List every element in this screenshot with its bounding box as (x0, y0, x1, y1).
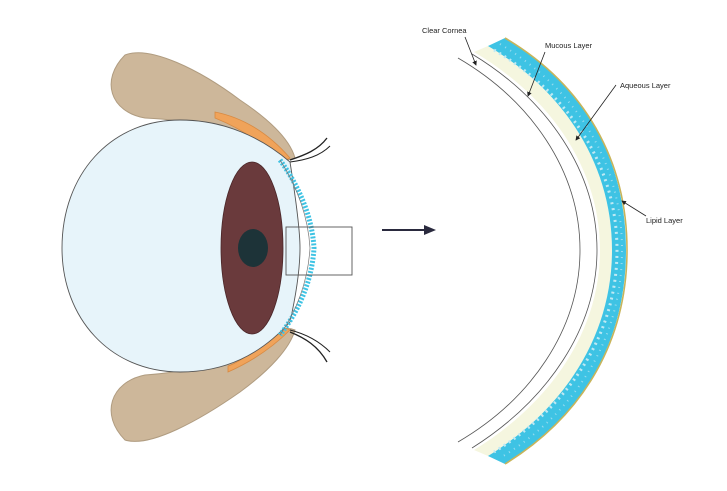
mucous-layer-label: Mucous Layer (545, 41, 593, 50)
eye-cross-section (61, 52, 353, 442)
label-mucous-layer: Mucous Layer (527, 41, 593, 97)
pupil (238, 229, 268, 267)
aqueous-layer-label: Aqueous Layer (620, 81, 671, 90)
zoom-region-box (285, 226, 353, 276)
right-arrow-icon (382, 225, 436, 235)
lower-eyelash-2 (289, 329, 331, 353)
mucous-layer (474, 46, 612, 456)
cornea-tear-film (277, 158, 317, 337)
clear-cornea-label: Clear Cornea (422, 26, 467, 35)
upper-eyelash-2 (289, 145, 331, 163)
magnified-tear-film (457, 37, 628, 465)
clear-cornea-inner (457, 57, 581, 443)
label-lipid-layer: Lipid Layer (621, 200, 683, 225)
label-aqueous-layer: Aqueous Layer (575, 81, 671, 141)
clear-cornea-outer (471, 53, 598, 449)
aqueous-layer-texture (493, 48, 619, 454)
aqueous-layer-texture-2 (499, 43, 624, 459)
lipid-layer (504, 37, 628, 465)
upper-eyelash (289, 137, 328, 161)
cornea (279, 159, 311, 336)
lipid-layer-label: Lipid Layer (646, 216, 683, 225)
label-clear-cornea: Clear Cornea (422, 26, 477, 66)
lower-eyelash (289, 331, 328, 363)
aqueous-layer (488, 38, 626, 464)
